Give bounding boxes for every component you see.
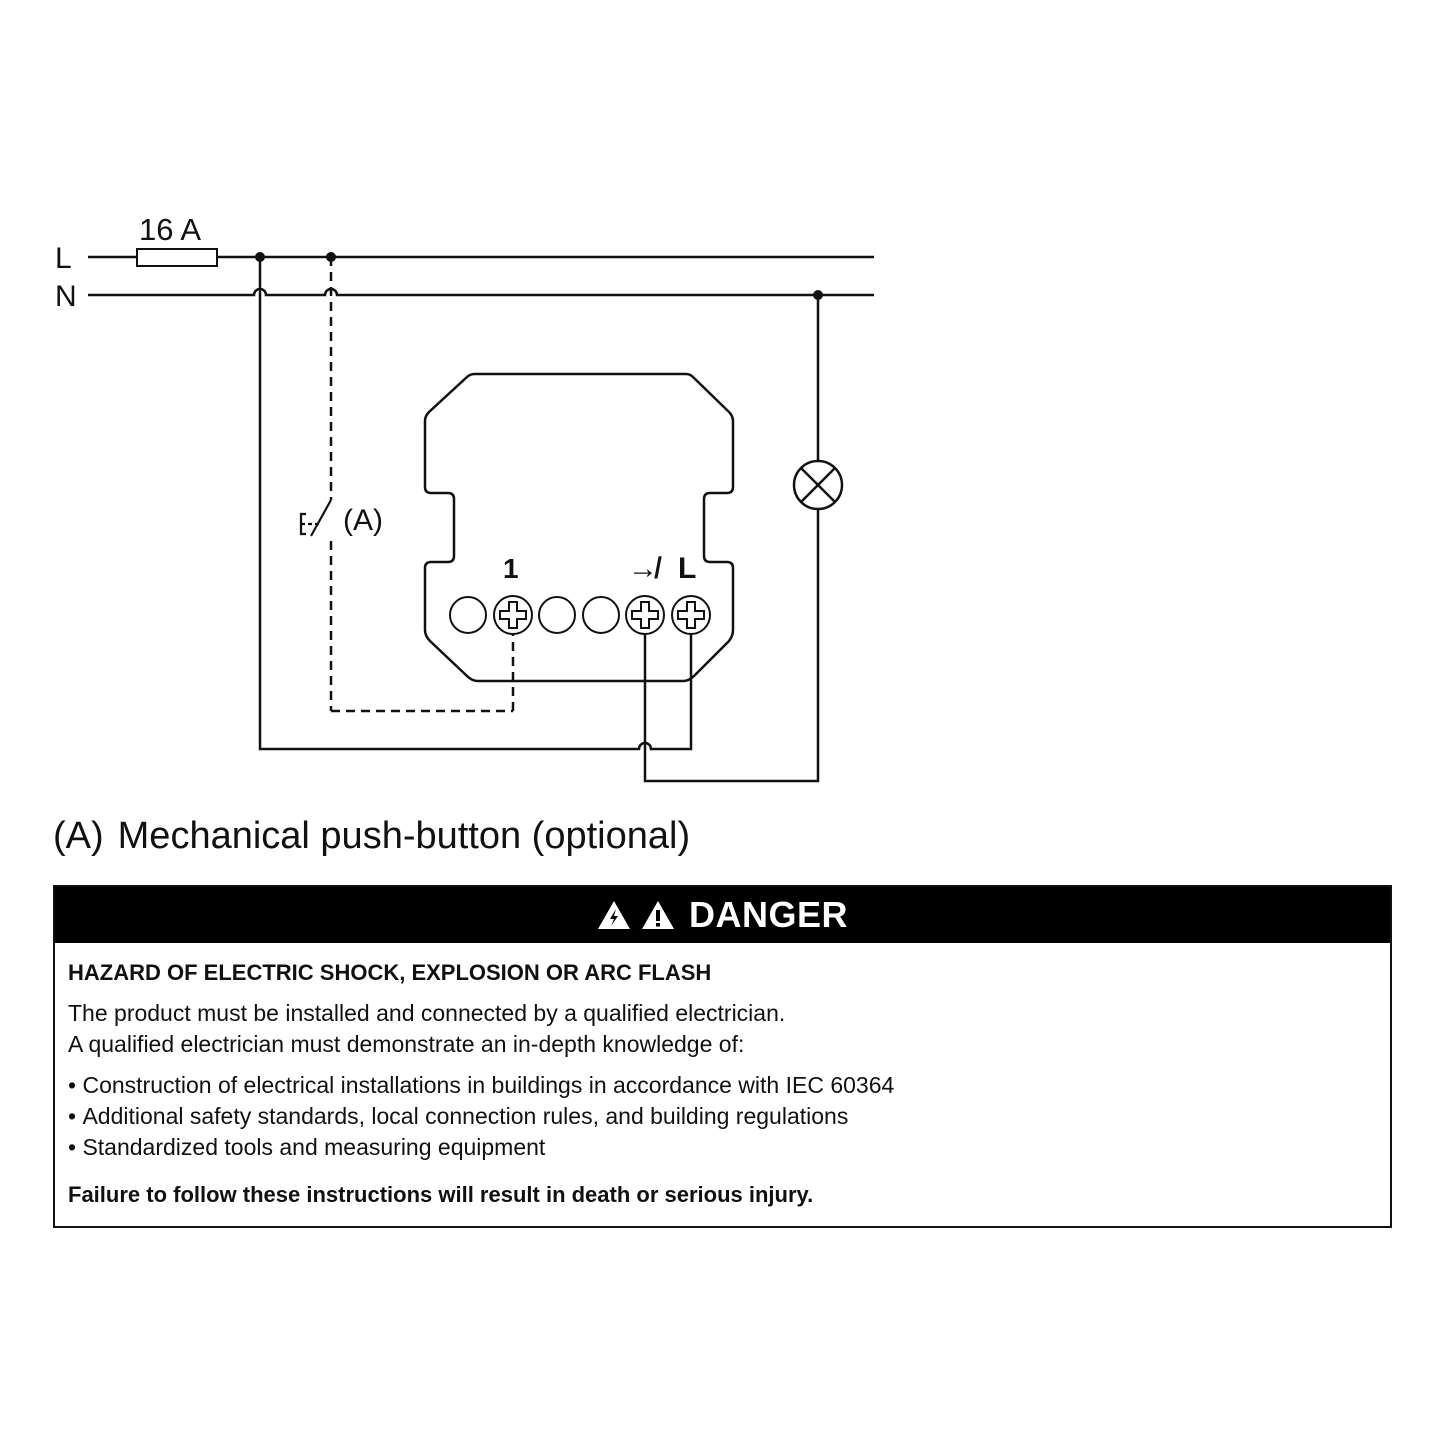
neutral-label: N	[55, 280, 77, 313]
danger-signal-word: DANGER	[688, 894, 848, 935]
load-wire	[643, 509, 820, 783]
legend-caption: (A) Mechanical push-button (optional)	[53, 812, 690, 860]
terminal-l-label: L	[678, 552, 696, 585]
pushbutton-wiring	[329, 257, 515, 713]
terminal-1-label: 1	[503, 553, 519, 584]
consequence-statement: Failure to follow these instructions wil…	[68, 1182, 814, 1207]
general-warning-icon	[641, 901, 674, 929]
terminal-empty	[582, 596, 620, 634]
list-item: Standardized tools and measuring equipme…	[68, 1132, 1377, 1163]
intro-line: A qualified electrician must demonstrate…	[68, 1031, 745, 1057]
hazard-title: HAZARD OF ELECTRIC SHOCK, EXPLOSION OR A…	[68, 960, 712, 985]
device-housing	[423, 372, 735, 683]
pushbutton-label: (A)	[343, 504, 383, 537]
push-button-icon	[299, 499, 332, 537]
terminal-empty	[449, 596, 487, 634]
hazard-intro: The product must be installed and connec…	[68, 998, 1377, 1060]
screw-terminal-icon	[625, 595, 665, 635]
fuse-rating-label: 16 A	[139, 212, 201, 247]
wiring-diagram: L N 16 A (A) 1 ↛ L	[55, 212, 874, 783]
legend-marker: (A)	[53, 815, 104, 857]
terminal-switched-label: ↛	[628, 552, 662, 585]
intro-line: The product must be installed and connec…	[68, 1000, 786, 1026]
danger-notice: DANGER HAZARD OF ELECTRIC SHOCK, EXPLOSI…	[53, 885, 1392, 1228]
knowledge-list: Construction of electrical installations…	[68, 1070, 1377, 1163]
screw-terminal-icon	[493, 595, 533, 635]
legend-text: Mechanical push-button (optional)	[117, 815, 691, 857]
lamp-icon	[792, 459, 844, 511]
neutral-conductor	[88, 287, 874, 297]
list-item: Construction of electrical installations…	[68, 1070, 1377, 1101]
terminal-empty	[538, 596, 576, 634]
screw-terminal-icon	[671, 595, 711, 635]
danger-banner: DANGER	[55, 887, 1390, 943]
electric-shock-warning-icon	[597, 901, 630, 929]
list-item: Additional safety standards, local conne…	[68, 1101, 1377, 1132]
line-label: L	[55, 242, 72, 275]
line-feed-wire	[258, 257, 693, 751]
fuse-icon	[136, 248, 218, 267]
